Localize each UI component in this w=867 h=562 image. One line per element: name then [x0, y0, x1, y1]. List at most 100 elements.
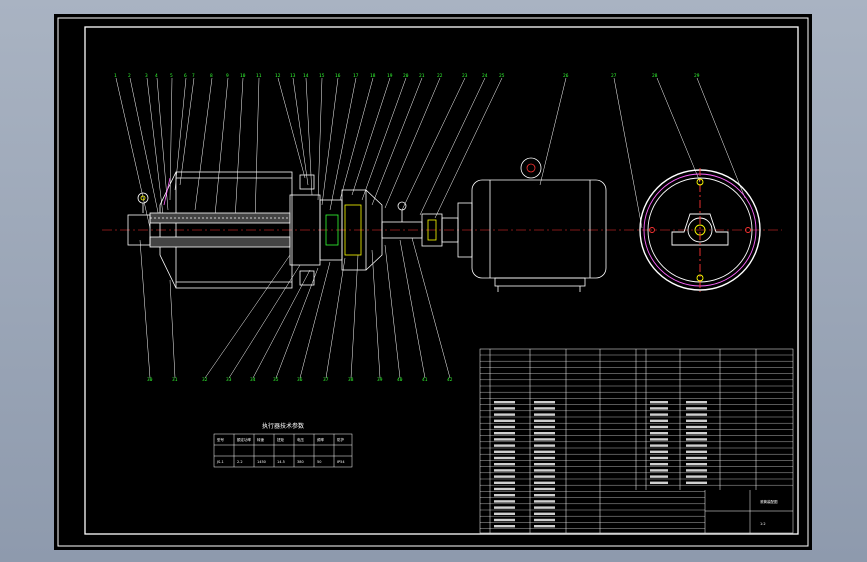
svg-text:29: 29	[694, 73, 700, 79]
svg-text:9: 9	[226, 73, 229, 79]
svg-text:24: 24	[482, 73, 488, 79]
bom-text-mark	[494, 413, 515, 416]
svg-text:4: 4	[155, 73, 158, 79]
svg-text:26: 26	[563, 73, 569, 79]
bom-text-mark	[686, 438, 707, 441]
svg-text:38: 38	[348, 377, 354, 383]
bom-text-mark	[494, 512, 515, 515]
parameter-table: 执行器技术参数 型号 额定功率 转速 扭矩 电压 频率 防护 JS-1 2.2 …	[213, 422, 353, 468]
bom-text-mark	[686, 450, 707, 453]
param-header-1: 额定功率	[237, 437, 251, 442]
bom-text-mark	[494, 506, 515, 509]
bom-text-mark	[650, 407, 668, 410]
side-view	[639, 168, 761, 292]
bom-text-mark	[534, 444, 555, 447]
bom-text-mark	[686, 419, 707, 422]
sheet-border	[57, 17, 809, 547]
bom-text-mark	[494, 487, 515, 491]
drum-assembly	[127, 171, 459, 289]
bom-text-mark	[686, 413, 707, 416]
bom-text-mark	[494, 481, 515, 484]
bottom-leaders	[139, 237, 451, 379]
title-block-name: 滚筒装配图	[760, 499, 778, 504]
bom-text-mark	[650, 413, 668, 416]
param-value-6: IP54	[337, 460, 345, 464]
bom-text-mark	[686, 407, 707, 410]
param-header-6: 防护	[337, 437, 345, 442]
bom-text-mark	[494, 444, 515, 447]
svg-text:42: 42	[447, 377, 453, 383]
svg-text:34: 34	[250, 377, 256, 383]
param-value-5: 50	[317, 460, 321, 464]
bom-text-mark	[650, 463, 668, 466]
svg-text:23: 23	[462, 73, 468, 79]
bom-text-mark	[494, 463, 515, 466]
bom-text-mark	[650, 419, 668, 422]
bom-rows	[480, 354, 793, 529]
bom-text-mark	[534, 518, 555, 522]
bom-text-mark	[650, 438, 668, 441]
bom-text-mark	[686, 401, 707, 404]
bom-text-mark	[494, 456, 515, 460]
svg-text:2: 2	[128, 73, 131, 79]
svg-text:5: 5	[170, 73, 173, 79]
svg-text:11: 11	[256, 73, 262, 79]
param-value-0: JS-1	[216, 460, 224, 464]
svg-text:35: 35	[273, 377, 279, 383]
bom-text-mark	[534, 506, 555, 509]
param-value-1: 2.2	[237, 460, 243, 464]
svg-text:17: 17	[353, 73, 359, 79]
bom-text-mark	[534, 487, 555, 491]
svg-text:1: 1	[114, 73, 117, 79]
bom-text-mark	[494, 419, 515, 422]
bom-text-mark	[650, 469, 668, 472]
svg-text:13: 13	[290, 73, 296, 79]
svg-text:37: 37	[323, 377, 329, 383]
bom-text-mark	[534, 425, 555, 429]
bom-text-mark	[494, 450, 515, 453]
bom-text-mark	[686, 463, 707, 466]
param-header-5: 频率	[317, 437, 325, 442]
svg-text:8: 8	[210, 73, 213, 79]
bom-text-mark	[534, 469, 555, 472]
bom-text-mark	[650, 401, 668, 404]
bom-text-mark	[686, 469, 707, 472]
bom-text-mark	[494, 432, 515, 435]
svg-text:10: 10	[240, 73, 246, 79]
bom-text-mark	[534, 450, 555, 453]
svg-text:22: 22	[437, 73, 443, 79]
bom-text-mark	[494, 500, 515, 503]
svg-text:20: 20	[403, 73, 409, 79]
bom-text-mark	[650, 450, 668, 453]
bom-text-mark	[534, 463, 555, 466]
bom-text-mark	[494, 438, 515, 441]
bom-text-mark	[686, 481, 707, 484]
param-header-4: 电压	[297, 437, 305, 442]
svg-text:31: 31	[172, 377, 178, 383]
param-value-4: 380	[297, 460, 304, 464]
bom-text-mark	[650, 481, 668, 484]
svg-text:6: 6	[184, 73, 187, 79]
bom-text-mark	[650, 456, 668, 460]
bom-text-mark	[534, 438, 555, 441]
param-header-3: 扭矩	[277, 437, 285, 442]
svg-text:21: 21	[419, 73, 425, 79]
bom-text-marks	[494, 401, 707, 528]
top-leaders	[115, 77, 746, 229]
svg-text:28: 28	[652, 73, 658, 79]
bom-text-mark	[650, 425, 668, 429]
svg-text:27: 27	[611, 73, 617, 79]
motor	[457, 157, 607, 292]
bom-text-mark	[534, 432, 555, 435]
bom-text-mark	[534, 481, 555, 484]
bom-text-mark	[494, 494, 515, 497]
bom-text-mark	[494, 401, 515, 404]
bom-text-mark	[650, 475, 668, 478]
bom-text-mark	[534, 494, 555, 497]
svg-text:30: 30	[147, 377, 153, 383]
param-header-2: 转速	[257, 437, 265, 442]
svg-text:41: 41	[422, 377, 428, 383]
